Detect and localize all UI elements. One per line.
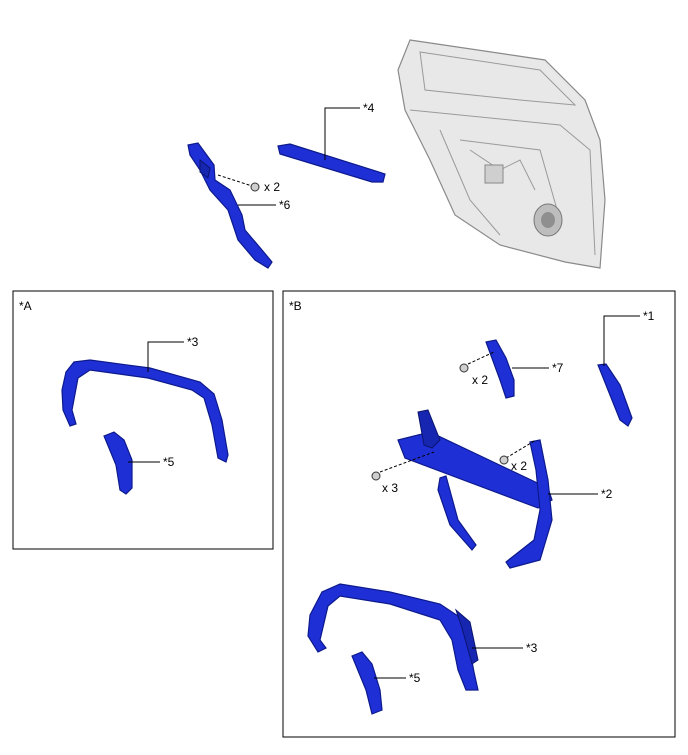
part-7-bolt-quantity: x 2 xyxy=(472,373,488,387)
bolt-icon xyxy=(371,471,381,481)
panel-b-label: *B xyxy=(289,299,302,313)
part-7-label: *7 xyxy=(552,361,564,375)
panel-a-label: *A xyxy=(19,299,32,313)
part-2-regulator xyxy=(397,409,553,569)
bolt-icon xyxy=(459,363,469,373)
part-2-left-bolt-quantity: x 3 xyxy=(382,481,398,495)
top-clip-quantity: x 2 xyxy=(264,180,280,194)
panel-a: *A *3 *5 xyxy=(12,290,274,550)
clip-icon xyxy=(250,182,260,192)
part-2-right-bolt-quantity: x 2 xyxy=(511,459,527,473)
part-4-label: *4 xyxy=(363,101,375,115)
part-1-label: *1 xyxy=(643,309,655,323)
part-6-label: *6 xyxy=(279,198,291,212)
part-2-label: *2 xyxy=(601,487,613,501)
part-5-label-a: *5 xyxy=(163,455,175,469)
part-3-label-a: *3 xyxy=(187,335,199,349)
part-4-belt-moulding: *4 xyxy=(277,101,386,183)
part-5-label-b: *5 xyxy=(409,671,421,685)
part-6-sash: x 2 *6 xyxy=(187,142,291,269)
part-3-label-b: *3 xyxy=(526,641,538,655)
rear-door-body xyxy=(397,39,606,269)
panel-b: *B *1 x 2 *7 x 3 x 2 *2 *3 xyxy=(282,290,676,738)
bolt-icon xyxy=(499,455,509,465)
